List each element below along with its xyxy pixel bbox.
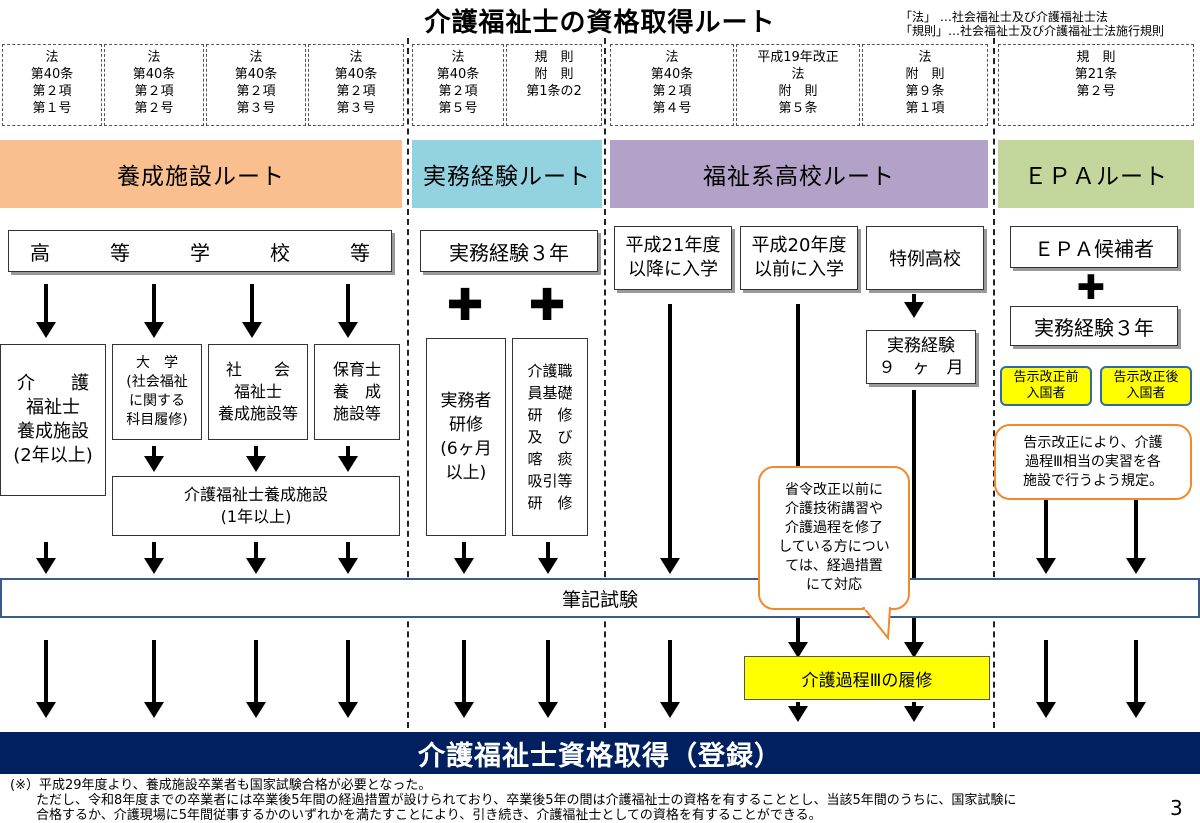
h20-box: 平成20年度 以前に入学 [740,226,858,290]
arrow-down [242,284,262,338]
plus-icon: ✚ [528,280,566,331]
page-number: 3 [1170,796,1183,820]
law-ref: 法 第40条 第２項 第３号 [206,44,306,126]
route-epa: ＥＰＡルート [998,140,1194,208]
h21-box: 平成21年度 以降に入学 [614,226,732,290]
arrow-down [36,542,56,574]
law-ref: 規 則 附 則 第1条の2 [506,44,602,126]
arrow-down [1036,500,1056,574]
arrow-down [338,284,358,338]
jitsumu9-box: 実務経験 ９ ヶ 月 [866,330,976,384]
arrow-down [338,446,358,472]
epa-before-tag: 告示改正前 入国者 [1000,366,1092,406]
shakai-box: 社 会 福祉士 養成施設等 [208,344,308,440]
footnote: (※）平成29年度より、養成施設卒業者も国家試験合格が必要となった。 ただし、令… [10,778,1017,823]
column-separator [407,38,409,738]
arrow-down [904,702,924,722]
koukou-box: 高 等 学 校 等 [8,230,392,272]
kaigo-yousei-box: 介 護 福祉士 養成施設 (2年以上) [0,344,106,496]
arrow-down [788,702,808,722]
callout-tail [861,606,892,640]
arrow-down [144,446,164,472]
law-ref: 法 附 則 第９条 第１項 [862,44,988,126]
law-ref: 平成19年改正 法 附 則 第５条 [736,44,860,126]
arrow-down [454,640,474,718]
shourei-callout: 省令改正以前に 介護技術講習や 介護過程を修了 している方につい ては、経過措置… [758,466,910,610]
arrow-down [36,640,56,718]
law-ref: 法 第40条 第２項 第４号 [610,44,734,126]
arrow-down [904,390,924,658]
arrow-down [246,542,266,574]
arrow-down [144,284,164,338]
arrow-down [338,640,358,718]
kaigoshoku-box: 介護職 員基礎 研 修 及 び 喀 痰 吸引等 研 修 [512,338,588,536]
plus-icon: ✚ [1076,268,1106,308]
arrow-down [538,640,558,718]
plus-icon: ✚ [446,280,484,331]
law-ref: 法 第40条 第２項 第５号 [412,44,504,126]
epa-jitsumu-box: 実務経験３年 [1010,306,1178,346]
law-ref: 規 則 第21条 第２号 [998,44,1194,126]
daigaku-box: 大 学 (社会福祉 に関する 科目履修) [112,344,202,440]
arrow-down [144,542,164,574]
arrow-down [454,542,474,574]
arrow-down [660,640,680,718]
arrow-down [660,304,680,574]
route-yousei: 養成施設ルート [0,140,402,208]
arrow-down [904,294,924,318]
epa-kouho-box: ＥＰＡ候補者 [1010,226,1178,268]
epa-after-tag: 告示改正後 入国者 [1100,366,1192,406]
legend-note: 「法」 …社会福祉士及び介護福祉士法 「規則」…社会福祉士及び介護福祉士法施行規… [900,10,1165,38]
arrow-down [246,446,266,472]
tokurei-box: 特例高校 [866,226,984,290]
column-separator [604,38,606,738]
arrow-down [1126,640,1146,718]
hoikushi-box: 保育士 養 成 施設等 [314,344,400,440]
epa-callout: 告示改正により、介護 過程Ⅲ相当の実習を各 施設で行うよう規定。 [994,424,1192,500]
arrow-down [36,284,56,338]
katei3-box: 介護過程Ⅲの履修 [744,656,990,700]
law-ref: 法 第40条 第２項 第２号 [104,44,204,126]
jitsumusha-box: 実務者 研修 (6ヶ月 以上) [426,338,506,536]
arrow-down [246,640,266,718]
arrow-down [538,542,558,574]
arrow-down [1036,640,1056,718]
arrow-down [144,640,164,718]
arrow-down [1126,500,1146,574]
kaigo-1nen-box: 介護福祉士養成施設 (1年以上) [112,476,400,536]
route-fukushi: 福祉系高校ルート [610,140,988,208]
law-ref: 法 第40条 第２項 第３号 [308,44,404,126]
arrow-down [338,542,358,574]
page-title: 介護福祉士の資格取得ルート [424,8,776,38]
route-jitsumu: 実務経験ルート [412,140,602,208]
column-separator [993,38,995,738]
law-ref: 法 第40条 第２項 第１号 [2,44,102,126]
hikki-bar: 筆記試験 [0,578,1200,618]
jitsumu3-box: 実務経験３年 [420,230,598,272]
shikaku-bar: 介護福祉士資格取得（登録） [0,732,1200,774]
